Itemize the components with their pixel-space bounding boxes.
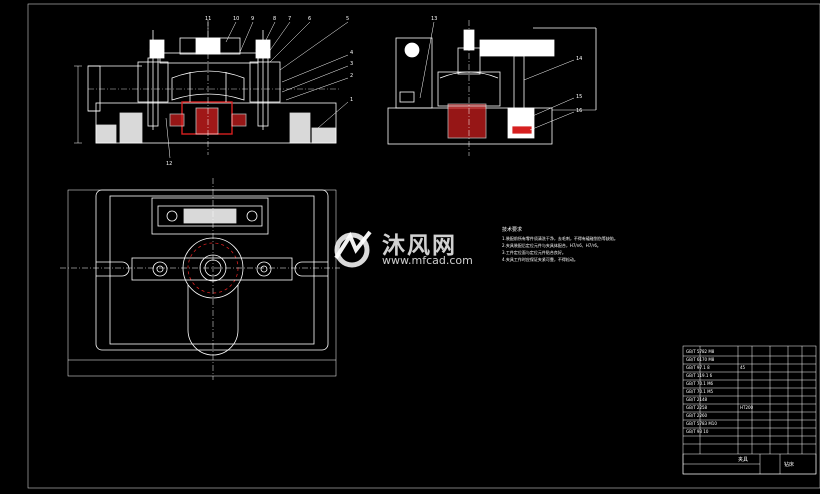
tb-fixture-name: 夹具 — [738, 457, 749, 463]
side-section-view — [387, 20, 597, 156]
tb-row-4: GB/T 119.1 6 — [686, 373, 713, 378]
tb-row-1: GB/T 5782 M8 — [686, 349, 715, 354]
notes-line-4: 4.夹具工作时应保证夹紧可靠，不得松动。 — [502, 257, 578, 262]
notes-line-1: 1.装配前所有零件须清洗干净，去毛刺，不得有磕碰划伤等缺陷。 — [502, 236, 618, 241]
notes-line-2: 2.夹具装配后定位元件与夹具体配合，H7/n6、H7/r6。 — [502, 243, 601, 248]
tb-row-5: GB/T 70.1 M6 — [686, 381, 714, 386]
callout-12: 12 — [166, 161, 172, 167]
plan-view — [60, 178, 340, 380]
callout-14: 14 — [576, 56, 582, 62]
tb-row-10: GB/T 5783 M10 — [686, 421, 717, 426]
tb-material-2: HT200 — [740, 405, 754, 410]
tb-row-2: GB/T 6170 M8 — [686, 357, 715, 362]
front-leader-lines — [165, 21, 349, 159]
tb-row-3: GB/T 97.1 8 — [686, 365, 710, 370]
callout-6: 6 — [308, 16, 311, 22]
tb-row-6: GB/T 70.1 M5 — [686, 389, 714, 394]
callout-3: 3 — [350, 61, 353, 67]
side-leader-lines — [419, 21, 575, 131]
callout-8: 8 — [273, 16, 276, 22]
callout-2: 2 — [350, 73, 353, 79]
callout-9: 9 — [251, 16, 254, 22]
tb-row-8: GB/T 2258 — [686, 405, 708, 410]
notes-title: 技术要求 — [502, 227, 523, 233]
callout-11: 11 — [205, 16, 211, 22]
callout-1: 1 — [350, 97, 353, 103]
callout-13: 13 — [431, 16, 437, 22]
tb-row-7: GB/T 2148 — [686, 397, 708, 402]
tb-row-11: GB/T 93 10 — [686, 429, 709, 434]
watermark-url: www.mfcad.com — [382, 254, 473, 267]
title-block — [682, 345, 817, 475]
watermark-brand: 沐风网 — [382, 233, 457, 259]
mfcad-logo-icon — [334, 230, 372, 268]
sheet-frame — [27, 3, 820, 489]
callout-7: 7 — [288, 16, 291, 22]
tb-label: 钻床 — [784, 462, 795, 468]
front-section-view — [74, 20, 340, 155]
callout-5: 5 — [346, 16, 349, 22]
tb-row-9: GB/T 2260 — [686, 413, 708, 418]
watermark: 沐风网 www.mfcad.com — [330, 226, 500, 270]
tb-material: 45 — [740, 365, 746, 370]
callout-15: 15 — [576, 94, 582, 100]
callout-16: 16 — [576, 108, 582, 114]
callout-4: 4 — [350, 50, 353, 56]
callout-10: 10 — [233, 16, 239, 22]
notes-line-3: 3.工件定位面与定位元件贴合良好。 — [502, 250, 566, 255]
